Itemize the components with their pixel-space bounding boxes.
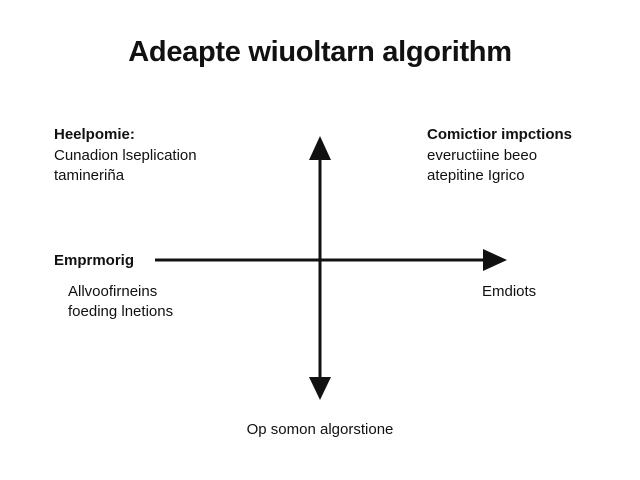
down-arrowhead: [309, 377, 331, 400]
top-left-heading: Heelpomie:: [54, 126, 135, 143]
diagram-title: Adeapte wiuoltarn algorithm: [128, 36, 512, 68]
top-right-line-1: eveructiine beeo: [427, 147, 538, 164]
top-right-heading: Comictior impctions: [427, 126, 573, 143]
right-axis-label: Emdiots: [482, 283, 537, 300]
left-axis-heading: Emprmorig: [54, 252, 135, 269]
bottom-axis-label: Op somon algorstione: [246, 421, 394, 438]
right-arrowhead: [483, 249, 507, 271]
up-arrowhead: [309, 136, 331, 160]
top-left-line-1: Cunadion lseplication: [54, 147, 197, 164]
left-axis-line-2: foeding lnetions: [68, 303, 174, 320]
top-right-line-2: atepitine Igrico: [427, 167, 525, 184]
top-left-line-2: tamineriña: [54, 167, 125, 184]
left-axis-line-1: Allvoofirneins: [68, 283, 158, 300]
